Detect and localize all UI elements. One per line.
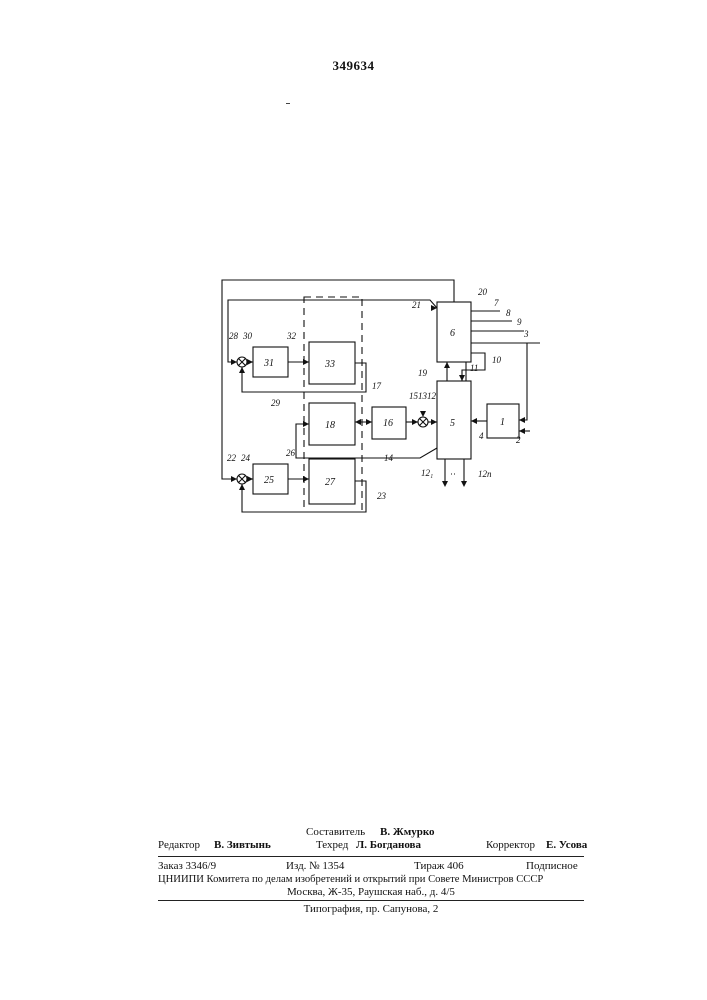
address: Москва, Ж-35, Раушская наб., д. 4/5 — [158, 886, 584, 899]
block-18-label: 18 — [325, 420, 335, 431]
printer: Типография, пр. Сапунова, 2 — [158, 903, 584, 916]
editor-name: В. Зивтынь — [214, 839, 271, 852]
label-23: 23 — [377, 491, 387, 501]
podpisnoe: Подписное — [526, 860, 578, 873]
block-6-label: 6 — [450, 328, 455, 339]
label-26: 26 — [286, 448, 296, 458]
label-20: 20 — [478, 287, 488, 297]
line-3-down — [519, 343, 527, 420]
editor-label: Редактор — [158, 839, 200, 852]
label-24: 24 — [241, 453, 251, 463]
label-8: 8 — [506, 308, 511, 318]
sum-junction-30 — [237, 357, 247, 367]
sum-junction-15 — [418, 417, 428, 427]
label-2: 2 — [516, 435, 521, 445]
block-31-label: 31 — [263, 358, 274, 369]
block-5-label: 5 — [450, 418, 455, 429]
label-11: 11 — [470, 363, 478, 373]
label-12-1: 12₁ — [421, 468, 433, 478]
techred-name: Л. Богданова — [356, 839, 421, 852]
label-28: 28 — [229, 331, 239, 341]
label-12-n: 12п — [478, 469, 492, 479]
label-30: 30 — [242, 331, 253, 341]
tirazh: Тираж 406 — [414, 860, 464, 873]
block-16-label: 16 — [383, 418, 393, 429]
compiler-label: Составитель — [306, 826, 365, 839]
block-1-label: 1 — [500, 417, 505, 428]
line-14 — [296, 424, 437, 458]
label-22: 22 — [227, 453, 237, 463]
label-32: 32 — [286, 331, 297, 341]
org-line: ЦНИИПИ Комитета по делам изобретений и о… — [158, 873, 543, 886]
publication-info: Заказ 3346/9 Изд. № 1354 Тираж 406 Подпи… — [158, 860, 584, 899]
label-21: 21 — [412, 300, 421, 310]
techred-label: Техред — [316, 839, 348, 852]
line-21 — [228, 300, 437, 362]
label-151312: 151312 — [409, 391, 437, 401]
footer-rule-top — [158, 856, 584, 857]
corrector-label: Корректор — [486, 839, 535, 852]
label-29: 29 — [271, 398, 281, 408]
compiler-name: В. Жмурко — [380, 826, 435, 839]
footer-rule-bottom — [158, 900, 584, 901]
label-10: 10 — [492, 355, 502, 365]
printer-info: Типография, пр. Сапунова, 2 — [158, 903, 584, 916]
label-9: 9 — [517, 317, 522, 327]
label-14: 14 — [384, 453, 394, 463]
corrector-name: Е. Усова — [546, 839, 587, 852]
compiler-row: Составитель В. Жмурко — [158, 826, 584, 839]
editors-row: Редактор В. Зивтынь Техред Л. Богданова … — [158, 839, 584, 852]
block-27-label: 27 — [325, 477, 336, 488]
line-23 — [242, 481, 366, 512]
block-25-label: 25 — [264, 475, 274, 486]
label-7: 7 — [494, 298, 499, 308]
label-4: 4 — [479, 431, 484, 441]
izd-number: Изд. № 1354 — [286, 860, 344, 873]
label-19: 19 — [418, 368, 428, 378]
order-number: Заказ 3346/9 — [158, 860, 216, 873]
block-33-label: 33 — [324, 359, 335, 370]
label-17: 17 — [372, 381, 382, 391]
imprint: Составитель В. Жмурко Редактор В. Зивтын… — [158, 826, 584, 852]
org-row: ЦНИИПИ Комитета по делам изобретений и о… — [158, 873, 584, 886]
address-row: Москва, Ж-35, Раушская наб., д. 4/5 — [158, 886, 584, 899]
label-3: 3 — [523, 329, 529, 339]
sum-junction-24 — [237, 474, 247, 484]
order-row: Заказ 3346/9 Изд. № 1354 Тираж 406 Подпи… — [158, 860, 584, 873]
